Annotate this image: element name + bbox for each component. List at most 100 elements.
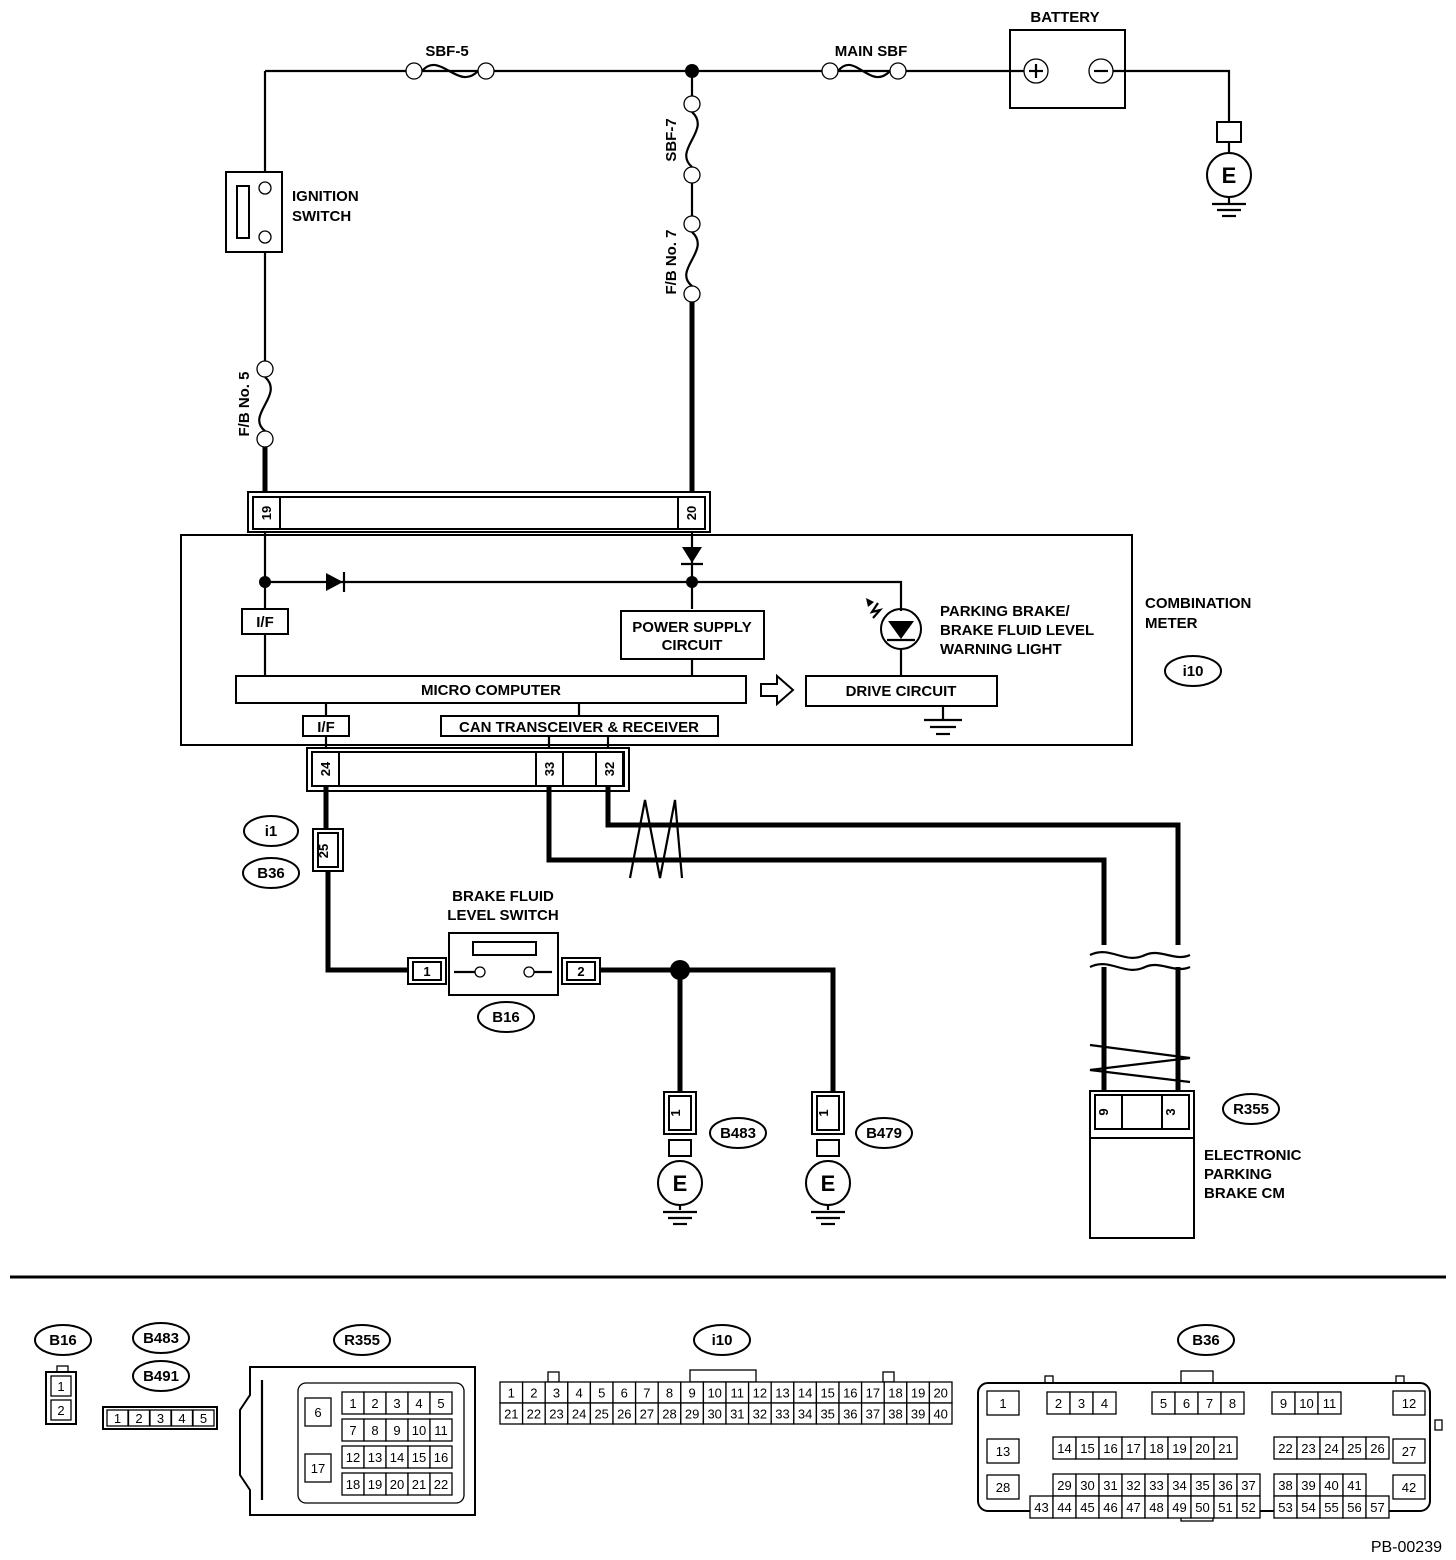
b491-pin-label: 1 — [114, 1411, 121, 1426]
i10-pin-label: 31 — [730, 1407, 744, 1422]
pin-19: 19 — [259, 506, 274, 520]
b36-pin-label: 16 — [1103, 1441, 1117, 1456]
i10-pin-label: 23 — [549, 1407, 563, 1422]
svg-text:i10: i10 — [1183, 663, 1204, 680]
i10-pin-label: 32 — [753, 1407, 767, 1422]
b36-pin-label: 54 — [1301, 1500, 1315, 1515]
r355-pin-label: 8 — [371, 1423, 378, 1438]
svg-text:E: E — [821, 1171, 836, 1196]
b36-pin-label: 51 — [1218, 1500, 1232, 1515]
svg-text:F/B No. 7: F/B No. 7 — [663, 229, 680, 294]
b36-pin-label: 26 — [1370, 1441, 1384, 1456]
i10-pin-label: 19 — [911, 1386, 925, 1401]
b36-pin-label: 17 — [1126, 1441, 1140, 1456]
pin-3: 3 — [1163, 1108, 1178, 1115]
svg-text:I/F: I/F — [256, 614, 274, 631]
b36-pin — [1392, 1474, 1426, 1500]
b36-pin-label: 55 — [1324, 1500, 1338, 1515]
b36-pin-label: 44 — [1057, 1500, 1071, 1515]
connector-tag-r355 — [1222, 1093, 1280, 1125]
i10-pin-label: 26 — [617, 1407, 631, 1422]
r355-pin-label: 18 — [346, 1477, 360, 1492]
r355-pin-label: 1 — [349, 1396, 356, 1411]
i10-pin-label: 33 — [775, 1407, 789, 1422]
wire-2 — [600, 967, 836, 1092]
r355-pin — [429, 1391, 453, 1415]
r355-pin-label: 19 — [368, 1477, 382, 1492]
fb5-fuse: F/B No. 5 — [236, 360, 274, 448]
wire-25 — [325, 871, 413, 973]
b36-pin-label: 45 — [1080, 1500, 1094, 1515]
pin-32: 32 — [602, 762, 617, 776]
i10-pin-label: 22 — [527, 1407, 541, 1422]
b36-pin — [1236, 1495, 1261, 1519]
i10-pin-label: 11 — [731, 1386, 745, 1401]
svg-text:25: 25 — [316, 844, 331, 858]
r355-pin-label: 16 — [434, 1450, 448, 1465]
arrow-icon — [760, 673, 795, 707]
b36-pin-label: 15 — [1080, 1441, 1094, 1456]
b36-pin-label: 25 — [1347, 1441, 1361, 1456]
pin-1: 1 — [423, 964, 430, 979]
i10-pin-label: 35 — [820, 1407, 834, 1422]
b36-pin-label: 41 — [1347, 1478, 1361, 1493]
i10-pin-label: 16 — [843, 1386, 857, 1401]
i10-pin-label: 20 — [933, 1386, 947, 1401]
svg-text:POWER SUPPLY: POWER SUPPLY — [632, 619, 751, 636]
b36-pin-label: 22 — [1278, 1441, 1292, 1456]
i10-pin-label: 7 — [643, 1386, 650, 1401]
b36-pin-label: 5 — [1160, 1396, 1167, 1411]
b36-pin — [1392, 1390, 1426, 1416]
i10-pin-label: 9 — [688, 1386, 695, 1401]
fb7-fuse: F/B No. 7 — [663, 215, 701, 303]
r355-pin — [429, 1445, 453, 1469]
svg-text:E: E — [673, 1171, 688, 1196]
connector-tag-i10 — [1164, 655, 1222, 687]
b36-pin — [1392, 1438, 1426, 1464]
diagram-code: PB-00239 — [1371, 1539, 1442, 1556]
svg-text:WARNING LIGHT: WARNING LIGHT — [940, 641, 1062, 658]
r355-pin — [304, 1397, 332, 1427]
svg-text:LEVEL SWITCH: LEVEL SWITCH — [447, 907, 558, 924]
meter-connector-bottom: 24 33 32 — [306, 747, 630, 792]
i10-pin-label: 29 — [685, 1407, 699, 1422]
svg-text:SBF-7: SBF-7 — [663, 118, 680, 161]
b491-pin-label: 2 — [135, 1411, 142, 1426]
b36-pin-label: 50 — [1195, 1500, 1209, 1515]
ground-b479: 1 E B479 — [805, 1091, 913, 1226]
b36-pin-label: 46 — [1103, 1500, 1117, 1515]
sbf5-fuse: SBF-5 — [405, 43, 495, 80]
svg-text:COMBINATION: COMBINATION — [1145, 595, 1251, 612]
b491-pin-label: 3 — [157, 1411, 164, 1426]
b36-pin-label: 13 — [996, 1444, 1010, 1459]
svg-text:DRIVE CIRCUIT: DRIVE CIRCUIT — [846, 683, 957, 700]
b36-pin-label: 36 — [1218, 1478, 1232, 1493]
svg-text:METER: METER — [1145, 615, 1198, 632]
svg-text:B36: B36 — [1192, 1332, 1220, 1349]
svg-text:I/F: I/F — [317, 719, 335, 736]
i10-pin-label: 5 — [598, 1386, 605, 1401]
svg-text:PARKING BRAKE/: PARKING BRAKE/ — [940, 603, 1071, 620]
connector-tag-b479 — [855, 1117, 913, 1149]
b36-pin-label: 21 — [1218, 1441, 1232, 1456]
b36-pin-label: 30 — [1080, 1478, 1094, 1493]
b491-pin-label: 4 — [178, 1411, 185, 1426]
b36-pin-label: 33 — [1149, 1478, 1163, 1493]
connector-tag-i1 — [243, 815, 299, 847]
r355-pin-label: 9 — [393, 1423, 400, 1438]
svg-text:1: 1 — [816, 1109, 831, 1116]
i10-pin-label: 14 — [798, 1386, 812, 1401]
b36-pin-label: 49 — [1172, 1500, 1186, 1515]
meter-connector-top: 19 20 — [247, 491, 711, 533]
b36-pin — [1317, 1391, 1342, 1415]
svg-text:CAN TRANSCEIVER & RECEIVER: CAN TRANSCEIVER & RECEIVER — [459, 719, 699, 736]
b36-pin-label: 32 — [1126, 1478, 1140, 1493]
i10-pin-label: 28 — [662, 1407, 676, 1422]
svg-text:F/B No. 5: F/B No. 5 — [236, 371, 253, 436]
b36-pin-label: 53 — [1278, 1500, 1292, 1515]
svg-text:MAIN SBF: MAIN SBF — [835, 43, 908, 60]
b36-pin-label: 34 — [1172, 1478, 1186, 1493]
